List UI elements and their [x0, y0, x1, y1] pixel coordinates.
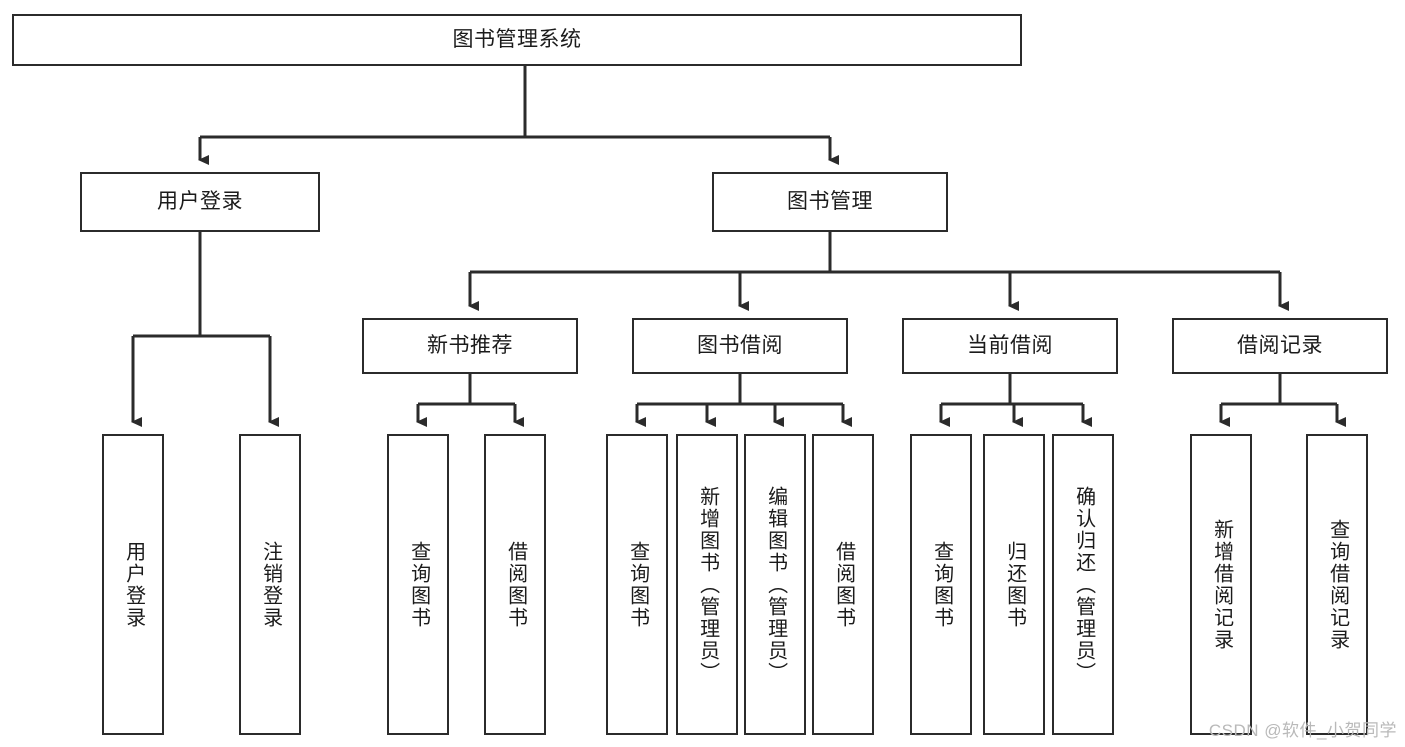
node-leaf-rec-borrow-label: 借阅图书 [504, 540, 527, 629]
node-leaf-borrow-query-label: 查询图书 [626, 540, 649, 629]
node-leaf-rec-add-label: 新增借阅记录 [1210, 518, 1233, 651]
node-leaf-rec-borrow[interactable]: 借阅图书 [484, 434, 546, 735]
node-borrow-record-label: 借阅记录 [1237, 334, 1323, 358]
node-leaf-cur-confirm[interactable]: 确认归还（管理员） [1052, 434, 1114, 735]
node-new-book-rec[interactable]: 新书推荐 [362, 318, 578, 374]
node-leaf-user-logout[interactable]: 注销登录 [239, 434, 301, 735]
node-user-login[interactable]: 用户登录 [80, 172, 320, 232]
node-user-login-label: 用户登录 [157, 190, 243, 214]
node-leaf-cur-query[interactable]: 查询图书 [910, 434, 972, 735]
node-leaf-rec-query-label: 查询图书 [407, 540, 430, 629]
node-book-manage[interactable]: 图书管理 [712, 172, 948, 232]
node-leaf-borrow-add[interactable]: 新增图书（管理员） [676, 434, 738, 735]
node-current-borrow[interactable]: 当前借阅 [902, 318, 1118, 374]
node-leaf-user-login-label: 用户登录 [122, 540, 145, 629]
watermark: CSDN @软件_小贺同学 [1208, 721, 1397, 740]
node-leaf-rec-add[interactable]: 新增借阅记录 [1190, 434, 1252, 735]
node-book-borrow-label: 图书借阅 [697, 334, 783, 358]
node-borrow-record[interactable]: 借阅记录 [1172, 318, 1388, 374]
node-leaf-cur-confirm-label: 确认归还（管理员） [1072, 485, 1095, 684]
node-current-borrow-label: 当前借阅 [967, 334, 1053, 358]
node-book-borrow[interactable]: 图书借阅 [632, 318, 848, 374]
node-root[interactable]: 图书管理系统 [12, 14, 1022, 66]
node-leaf-rec-query[interactable]: 查询图书 [387, 434, 449, 735]
node-leaf-user-logout-label: 注销登录 [259, 540, 282, 629]
node-new-book-rec-label: 新书推荐 [427, 334, 513, 358]
node-leaf-rec-query2[interactable]: 查询借阅记录 [1306, 434, 1368, 735]
node-leaf-user-login[interactable]: 用户登录 [102, 434, 164, 735]
node-leaf-borrow-query[interactable]: 查询图书 [606, 434, 668, 735]
node-leaf-borrow-edit-label: 编辑图书（管理员） [764, 485, 787, 684]
node-leaf-rec-query2-label: 查询借阅记录 [1326, 518, 1349, 651]
node-leaf-cur-return[interactable]: 归还图书 [983, 434, 1045, 735]
node-root-label: 图书管理系统 [452, 28, 582, 52]
node-leaf-borrow-edit[interactable]: 编辑图书（管理员） [744, 434, 806, 735]
node-book-manage-label: 图书管理 [787, 190, 873, 214]
node-leaf-cur-query-label: 查询图书 [930, 540, 953, 629]
node-leaf-borrow-lend-label: 借阅图书 [832, 540, 855, 629]
node-leaf-borrow-lend[interactable]: 借阅图书 [812, 434, 874, 735]
node-leaf-borrow-add-label: 新增图书（管理员） [696, 485, 719, 684]
node-leaf-cur-return-label: 归还图书 [1003, 540, 1026, 629]
